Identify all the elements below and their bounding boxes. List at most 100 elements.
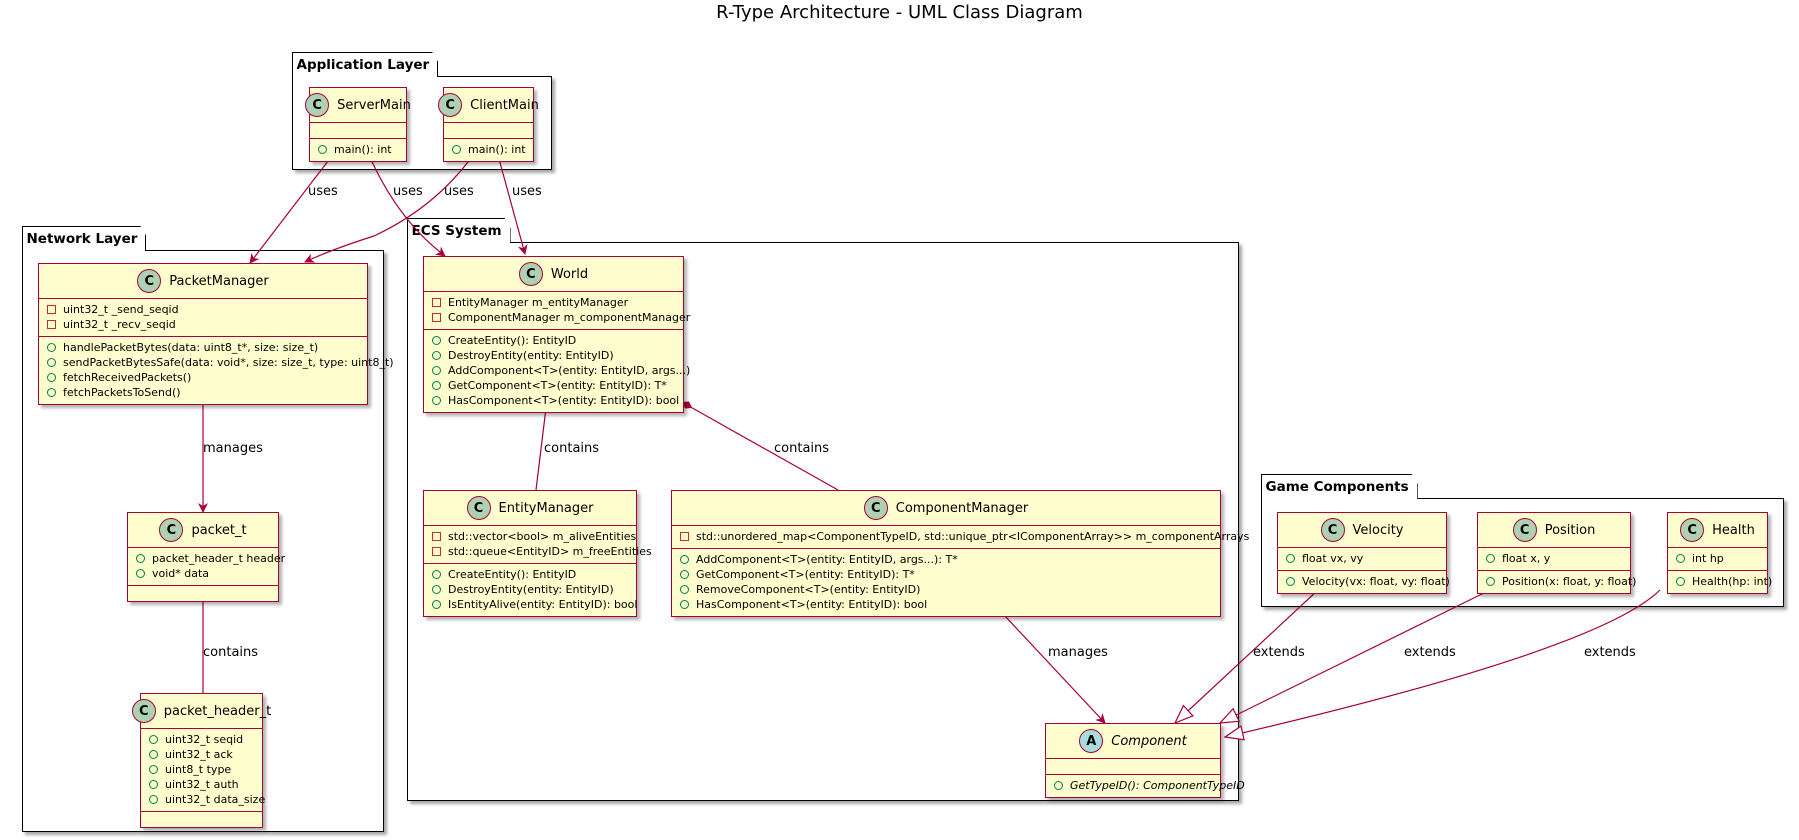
class-method: GetTypeID(): ComponentTypeID (1054, 778, 1245, 793)
member-text: uint8_t type (165, 763, 232, 776)
public-visibility-icon (136, 554, 145, 563)
edge-label: contains (774, 441, 830, 456)
public-visibility-icon (149, 795, 158, 804)
member-text: main(): int (334, 143, 392, 156)
class-name: ComponentManager (895, 500, 1029, 516)
class-method: Velocity(vx: float, vy: float) (1286, 574, 1450, 589)
edge-servermain-world (365, 147, 446, 257)
public-visibility-icon (432, 570, 441, 579)
methods-section: handlePacketBytes(data: uint8_t*, size: … (39, 336, 394, 404)
member-text: uint32_t seqid (165, 733, 244, 746)
public-visibility-icon (680, 585, 689, 594)
package-label: Game Components (1261, 474, 1418, 499)
class-method: Position(x: float, y: float) (1486, 574, 1636, 589)
class-attribute: EntityManager m_entityManager (432, 295, 675, 310)
class-method: DestroyEntity(entity: EntityID) (432, 582, 628, 597)
methods-section: Velocity(vx: float, vy: float) (1278, 570, 1450, 593)
member-text: HasComponent<T>(entity: EntityID): bool (696, 598, 928, 611)
package-label: Network Layer (22, 226, 147, 251)
member-text: Velocity(vx: float, vy: float) (1302, 575, 1450, 588)
class-icon: C (137, 269, 162, 293)
attributes-section: float vx, vy (1278, 548, 1446, 570)
edge-label: manages (1048, 645, 1108, 660)
member-text: fetchPacketsToSend() (63, 386, 181, 399)
edge-label: uses (308, 184, 338, 199)
member-text: GetTypeID(): ComponentTypeID (1070, 779, 1245, 792)
private-visibility-icon (432, 532, 441, 541)
public-visibility-icon (1054, 781, 1063, 790)
class-method: handlePacketBytes(data: uint8_t*, size: … (47, 340, 359, 355)
class-attribute: uint32_t auth (149, 777, 254, 792)
class-attribute: packet_header_t header (136, 551, 285, 566)
methods-section: GetTypeID(): ComponentTypeID (1046, 774, 1245, 797)
class-name: packet_t (191, 522, 247, 538)
class-attribute: float x, y (1486, 551, 1622, 566)
methods-section: main(): int (444, 138, 533, 161)
class-attribute: std::vector<bool> m_aliveEntities (432, 529, 636, 544)
public-visibility-icon (432, 366, 441, 375)
member-text: CreateEntity(): EntityID (448, 334, 577, 347)
attributes-section: int hp (1668, 548, 1767, 570)
class-attribute: uint8_t type (149, 762, 254, 777)
member-text: uint32_t _recv_seqid (63, 318, 176, 331)
class-attribute: uint32_t data_size (149, 792, 265, 807)
public-visibility-icon (432, 600, 441, 609)
edge-servermain-packetmanager (249, 147, 339, 264)
member-text: AddComponent<T>(entity: EntityID, args..… (696, 553, 958, 566)
member-text: std::queue<EntityID> m_freeEntities (448, 545, 652, 558)
class-icon: C (518, 262, 543, 286)
class-method: AddComponent<T>(entity: EntityID, args..… (432, 363, 690, 378)
class-icon: C (863, 496, 888, 520)
class-method: CreateEntity(): EntityID (432, 567, 628, 582)
attributes-section (444, 123, 533, 138)
public-visibility-icon (680, 570, 689, 579)
member-text: uint32_t ack (165, 748, 233, 761)
class-icon: C (1680, 518, 1705, 542)
member-text: EntityManager m_entityManager (448, 296, 629, 309)
class-attribute: std::queue<EntityID> m_freeEntities (432, 544, 652, 559)
methods-section: Position(x: float, y: float) (1478, 570, 1636, 593)
methods-section: main(): int (310, 138, 406, 161)
private-visibility-icon (47, 305, 56, 314)
attributes-section: float x, y (1478, 548, 1630, 570)
class-method: AddComponent<T>(entity: EntityID, args..… (680, 552, 1212, 567)
member-text: ComponentManager m_componentManager (448, 311, 691, 324)
class-header: C ComponentManager (672, 491, 1220, 526)
class-method: DestroyEntity(entity: EntityID) (432, 348, 675, 363)
edge-position-component (1220, 589, 1491, 723)
class-icon: C (131, 699, 156, 723)
member-text: GetComponent<T>(entity: EntityID): T* (696, 568, 915, 581)
class-attribute: uint32_t _send_seqid (47, 302, 359, 317)
class-method: HasComponent<T>(entity: EntityID): bool (680, 597, 1212, 612)
class-attribute: std::unordered_map<ComponentTypeID, std:… (680, 529, 1249, 544)
public-visibility-icon (432, 585, 441, 594)
public-visibility-icon (149, 750, 158, 759)
member-text: float vx, vy (1302, 552, 1364, 565)
public-visibility-icon (680, 600, 689, 609)
member-text: void* data (152, 567, 210, 580)
edge-world-entitymanager (535, 402, 550, 491)
